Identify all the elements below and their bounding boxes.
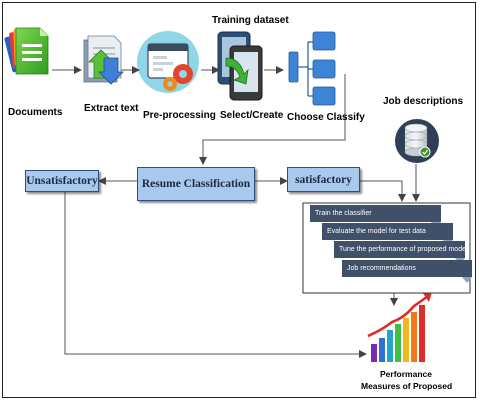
training-dataset-icon [217, 31, 263, 101]
pre-processing-label: Pre-processing [143, 110, 216, 121]
performance-chart-icon [367, 292, 432, 362]
diagram-frame [2, 2, 476, 398]
performance-label-line1: Performance [380, 369, 432, 379]
connectors [52, 66, 420, 358]
step-train-classifier: Train the classifier [310, 205, 441, 222]
job-descriptions-icon [395, 119, 439, 163]
extract-text-icon [83, 35, 124, 85]
job-descriptions-label: Job descriptions [383, 96, 464, 107]
step-evaluate-model: Evaluate the model for test data [322, 223, 453, 240]
pre-processing-icon [137, 31, 199, 93]
step-job-recommendations: Job recommendations [342, 260, 472, 277]
training-dataset-label: Training dataset [212, 15, 289, 26]
choose-classify-label: Choose Classify [287, 112, 365, 123]
performance-label-line2: Measures of Proposed [361, 381, 453, 391]
unsatisfactory-box: Unsatisfactory [25, 170, 99, 192]
documents-icon [4, 27, 49, 75]
resume-classification-box: Resume Classification [137, 167, 255, 201]
satisfactory-box: satisfactory [287, 167, 360, 192]
extract-text-label: Extract text [84, 103, 139, 114]
choose-classify-icon [288, 31, 336, 106]
step-tune-performance: Tune the performance of proposed model [334, 241, 468, 258]
documents-label: Documents [8, 107, 63, 118]
select-create-label: Select/Create [220, 110, 284, 121]
